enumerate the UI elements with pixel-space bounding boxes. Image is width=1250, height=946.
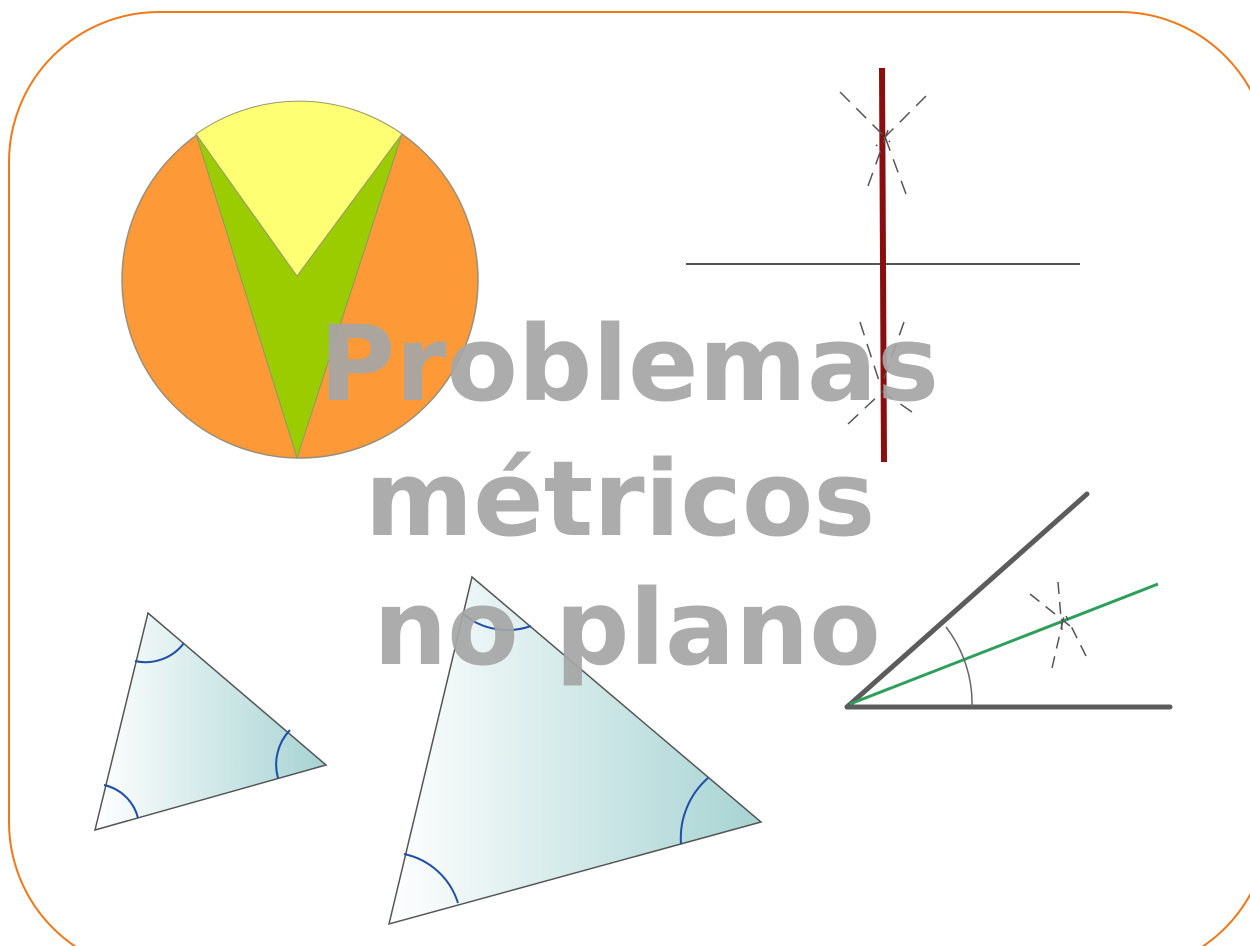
angle-bisector-icon [844, 491, 1173, 710]
angle-mark-small-top [134, 642, 185, 664]
perpendicular-bisector-icon [686, 67, 1080, 463]
title-line-1: Problemas [318, 303, 940, 425]
compass-marks-bottom [847, 321, 913, 425]
title-line-2: métricos [364, 438, 876, 560]
angle-mark-large-right [679, 777, 709, 845]
small-triangle [93, 611, 328, 832]
title-line-3: no plano [373, 567, 881, 689]
compass-marks-top [839, 91, 927, 195]
angle-mark-large-bottom [403, 853, 459, 904]
similar-triangles-icon [93, 575, 763, 926]
circle-sectors-icon [121, 100, 479, 460]
angle-ray-upper [844, 491, 1090, 710]
bisector-line [849, 582, 1159, 706]
large-triangle [387, 575, 763, 926]
angle-mark-small-bottom [103, 784, 139, 819]
compass-marks-angle [1029, 581, 1087, 669]
yellow-sector [195, 100, 403, 277]
angle-mark-large-top [462, 613, 532, 631]
angle-mark-small-right [275, 729, 291, 779]
frame-border [8, 11, 1250, 946]
angle-arc [945, 626, 973, 708]
